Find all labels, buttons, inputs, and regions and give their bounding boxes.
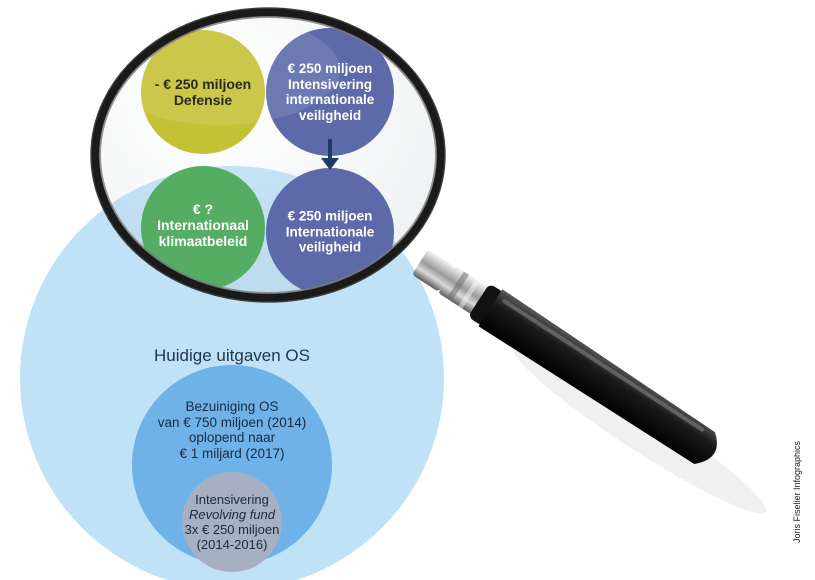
magnifier-rim bbox=[90, 7, 446, 303]
intensification-security-line-3: veiligheid bbox=[298, 107, 362, 123]
revolving-fund-label: Intensivering Revolving fund 3x € 250 mi… bbox=[184, 492, 280, 553]
revolving-fund-line-0: Intensivering bbox=[195, 492, 269, 508]
credit-label: Joris Fiselier Infographics bbox=[792, 440, 802, 544]
magnifier-rim-outer bbox=[90, 7, 446, 303]
international-security-circle bbox=[266, 168, 394, 296]
revolving-fund-circle bbox=[182, 472, 282, 572]
international-security-line-2: veiligheid bbox=[298, 239, 362, 255]
budget-cut-circle bbox=[132, 365, 332, 565]
climate-amount: € ? bbox=[192, 200, 214, 217]
defense-label: - € 250 miljoen Defensie bbox=[148, 76, 258, 108]
climate-line-2: klimaatbeleid bbox=[158, 233, 248, 250]
intensification-security-line-1: Intensivering bbox=[287, 76, 373, 92]
intensification-security-label: € 250 miljoen Intensivering internationa… bbox=[275, 61, 385, 123]
defense-amount: - € 250 miljoen bbox=[154, 75, 252, 92]
budget-cut-line-1: van € 750 miljoen (2014) bbox=[157, 414, 307, 430]
climate-circle bbox=[141, 166, 265, 290]
budget-cut-label: Bezuiniging OS van € 750 miljoen (2014) … bbox=[158, 399, 307, 461]
defense-circle bbox=[141, 30, 265, 154]
revolving-fund-line-2: 3x € 250 miljoen bbox=[184, 522, 280, 537]
defense-title: Defensie bbox=[173, 92, 233, 108]
down-arrow-icon bbox=[321, 139, 339, 170]
revolving-fund-line-3: (2014-2016) bbox=[196, 536, 268, 552]
magnifier-handle bbox=[413, 250, 717, 464]
climate-line-1: Internationaal bbox=[157, 216, 249, 233]
budget-cut-line-0: Bezuiniging OS bbox=[185, 398, 279, 414]
international-security-label: € 250 miljoen Internationale veiligheid bbox=[275, 209, 385, 256]
magnifier-rim-inner bbox=[99, 16, 437, 294]
intensification-security-amount: € 250 miljoen bbox=[287, 60, 373, 76]
budget-cut-line-3: € 1 miljard (2017) bbox=[179, 445, 285, 461]
intensification-security-circle bbox=[266, 28, 394, 156]
climate-label: € ? Internationaal klimaatbeleid bbox=[148, 201, 258, 249]
current-spending-label: Huidige uitgaven OS bbox=[154, 346, 310, 366]
international-security-amount: € 250 miljoen bbox=[287, 208, 373, 224]
revolving-fund-line-1: Revolving fund bbox=[188, 507, 275, 523]
international-security-line-1: Internationale bbox=[285, 224, 375, 240]
intensification-security-line-2: internationale bbox=[285, 92, 375, 107]
budget-cut-line-2: oplopend naar bbox=[188, 430, 276, 445]
